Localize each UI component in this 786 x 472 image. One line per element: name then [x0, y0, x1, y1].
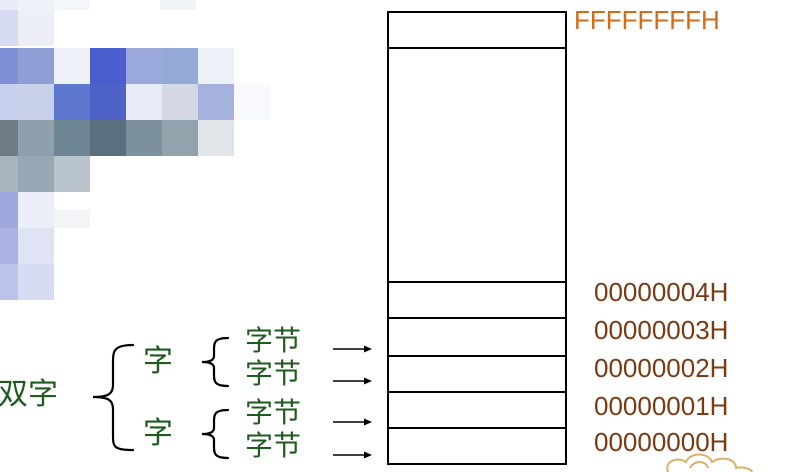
byte-label-1: 字节 — [245, 324, 302, 357]
memory-column — [387, 11, 567, 465]
address-4-label: 00000004H — [594, 277, 729, 307]
memory-cell-0 — [387, 427, 567, 465]
word-bottom-brace — [201, 408, 230, 460]
word-top-label: 字 — [143, 344, 173, 379]
pointer-arrows — [333, 345, 372, 459]
address-0-label: 00000000H — [594, 427, 729, 457]
dword-label: 双字 — [0, 377, 58, 412]
byte-label-4: 字节 — [245, 429, 302, 462]
byte-label-2: 字节 — [245, 357, 302, 390]
address-2-label: 00000002H — [594, 353, 729, 383]
address-top-label: FFFFFFFFH — [574, 5, 720, 35]
memory-block-middle — [387, 47, 567, 283]
word-top-brace — [201, 336, 230, 388]
address-3-label: 00000003H — [594, 315, 729, 345]
byte-label-3: 字节 — [245, 396, 302, 429]
cloud-decoration — [666, 453, 753, 472]
memory-cell-3 — [387, 317, 567, 357]
address-1-label: 00000001H — [594, 391, 729, 421]
word-bottom-label: 字 — [143, 416, 173, 451]
braces — [92, 336, 230, 460]
memory-cell-1 — [387, 391, 567, 429]
memory-cell-2 — [387, 355, 567, 393]
memory-cell-top — [387, 11, 567, 49]
memory-cell-4 — [387, 281, 567, 319]
dword-brace — [92, 343, 135, 452]
